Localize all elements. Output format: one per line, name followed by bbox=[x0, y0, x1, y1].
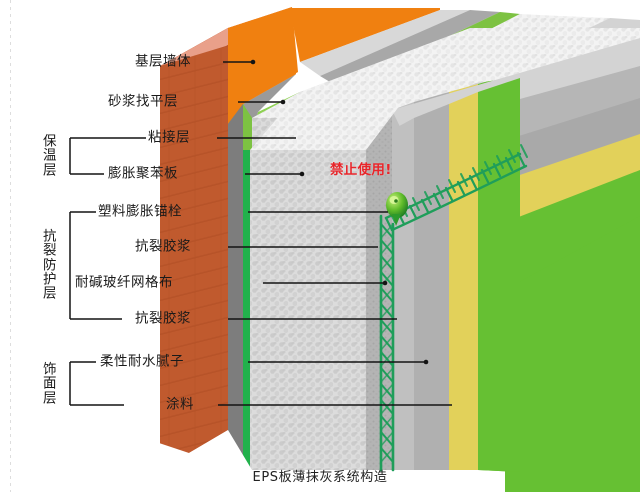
page-edge-artifact bbox=[10, 0, 11, 492]
callout-fiberglass-mesh: 耐碱玻纤网格布 bbox=[75, 274, 173, 291]
callout-flex-putty: 柔性耐水腻子 bbox=[100, 353, 184, 370]
callout-anticrack-1: 抗裂胶浆 bbox=[135, 238, 191, 255]
callout-eps-board: 膨胀聚苯板 bbox=[108, 165, 178, 182]
plastic-anchor-icon bbox=[386, 192, 408, 226]
callout-top-coat: 涂料 bbox=[166, 396, 194, 413]
group-label-crack-guard: 抗裂防护层 bbox=[43, 228, 57, 302]
warning-text: 禁止使用! bbox=[330, 162, 392, 178]
callout-plastic-anchor: 塑料膨胀锚栓 bbox=[98, 203, 182, 220]
front-stack-final bbox=[160, 7, 520, 472]
group-label-finish: 饰面层 bbox=[43, 361, 57, 407]
callout-base-wall: 基层墙体 bbox=[135, 53, 191, 70]
bottom-left-mask2 bbox=[150, 455, 250, 492]
leader-dots bbox=[250, 59, 429, 365]
callout-leveling-mortar: 砂浆找平层 bbox=[108, 93, 178, 110]
callout-bonding-layer: 粘接层 bbox=[148, 129, 190, 146]
callout-anticrack-2: 抗裂胶浆 bbox=[135, 310, 191, 327]
figure-caption: EPS板薄抹灰系统构造 bbox=[252, 470, 388, 485]
group-brackets bbox=[69, 137, 146, 406]
leader-lines bbox=[217, 61, 452, 406]
group-label-insulation: 保温层 bbox=[43, 133, 57, 179]
